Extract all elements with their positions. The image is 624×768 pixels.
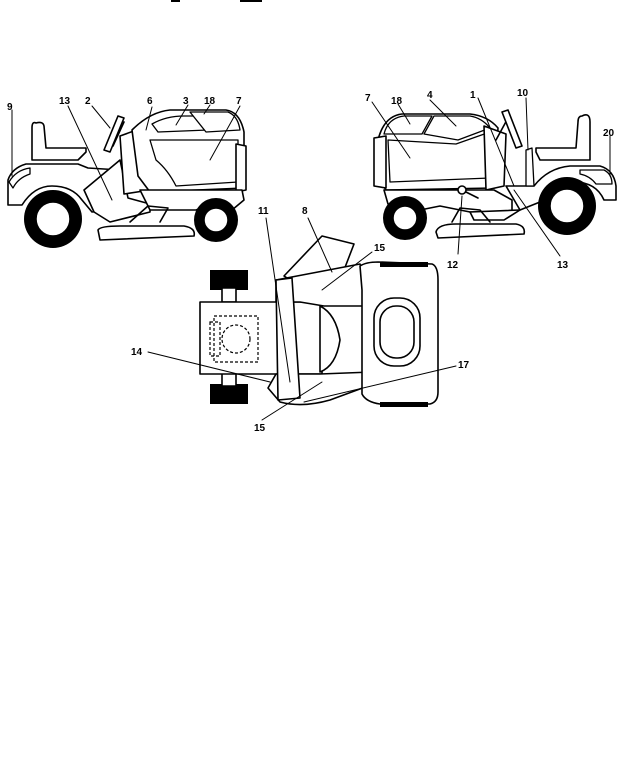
callout-8-top: 8: [302, 206, 308, 217]
seat-left: [31, 121, 87, 161]
side-body-top: [275, 277, 301, 401]
top-view-tractor: 11 8 15 14 17 15: [131, 206, 470, 434]
rear-wheel-left: [24, 190, 82, 248]
grille-left: [235, 143, 247, 193]
decal-20-right: [579, 169, 613, 185]
center-column-top: [319, 305, 341, 373]
dash-panel-right: [483, 125, 507, 191]
grille-right: [373, 135, 387, 189]
decal-18-left: [189, 111, 241, 133]
callout-1-right: 1: [470, 90, 476, 101]
callout-18-right: 18: [391, 96, 403, 107]
callout-15-top-lower: 15: [254, 423, 266, 434]
seat-outline-top: [213, 315, 259, 363]
decal-9-left: [8, 167, 31, 189]
lever-knob-right: [457, 185, 467, 195]
callout-11-top: 11: [258, 206, 269, 217]
callout-9-left: 9: [7, 102, 13, 113]
callout-3-left: 3: [183, 96, 189, 107]
callout-17-top: 17: [458, 360, 470, 371]
steering-wheel-left: [103, 115, 125, 153]
callout-7-left: 7: [236, 96, 242, 107]
deck-bracket-left: [129, 205, 169, 223]
callout-20-right: 20: [603, 128, 615, 139]
mower-deck-left: [97, 225, 196, 241]
right-side-view-tractor: 7 18 4 1 10 20 12 13: [365, 88, 617, 271]
decal-18-right: [383, 115, 433, 135]
callout-18-left: 18: [204, 96, 216, 107]
callout-13-right: 13: [557, 260, 569, 271]
hood-lens-inner-top: [379, 305, 415, 359]
mower-deck-right: [435, 223, 526, 239]
seat-circle-top: [221, 324, 251, 354]
decal-10-right: [525, 147, 535, 187]
rear-deck-top: [199, 301, 323, 375]
front-bumper-top-upper: [380, 262, 428, 267]
leader-lines-right: [371, 97, 611, 257]
leader-lines-left: [11, 104, 241, 201]
lever-rod-right: [465, 191, 479, 199]
callout-13-left: 13: [59, 96, 71, 107]
decal-7-left: [149, 139, 239, 187]
callout-15-top-upper: 15: [374, 243, 386, 254]
front-wheel-right: [383, 196, 427, 240]
front-bumper-top-lower: [380, 402, 428, 407]
seat-right: [535, 114, 591, 161]
callout-2-left: 2: [85, 96, 91, 107]
seat-outline-top-inner: [209, 321, 221, 357]
callout-12-right: 12: [447, 260, 459, 271]
left-side-view-tractor: 9 13 2 6 3 18 7: [7, 96, 247, 248]
rear-wheel-right: [538, 177, 596, 235]
callout-6-left: 6: [147, 96, 153, 107]
steering-wheel-right: [501, 109, 523, 149]
clipped-header-marks: [171, 0, 262, 2]
rear-tire-top-upper: [210, 270, 248, 290]
leader-lines-top: [147, 217, 457, 421]
callout-14-top: 14: [131, 347, 143, 358]
rear-tire-top-lower: [210, 384, 248, 404]
callout-4-right: 4: [427, 90, 433, 101]
front-wheel-left: [194, 198, 238, 242]
deck-bracket-right: [451, 207, 491, 223]
axle-top-upper: [221, 287, 237, 303]
callout-10-right: 10: [517, 88, 529, 99]
running-board-right: [469, 209, 521, 221]
callout-7-right: 7: [365, 93, 371, 104]
